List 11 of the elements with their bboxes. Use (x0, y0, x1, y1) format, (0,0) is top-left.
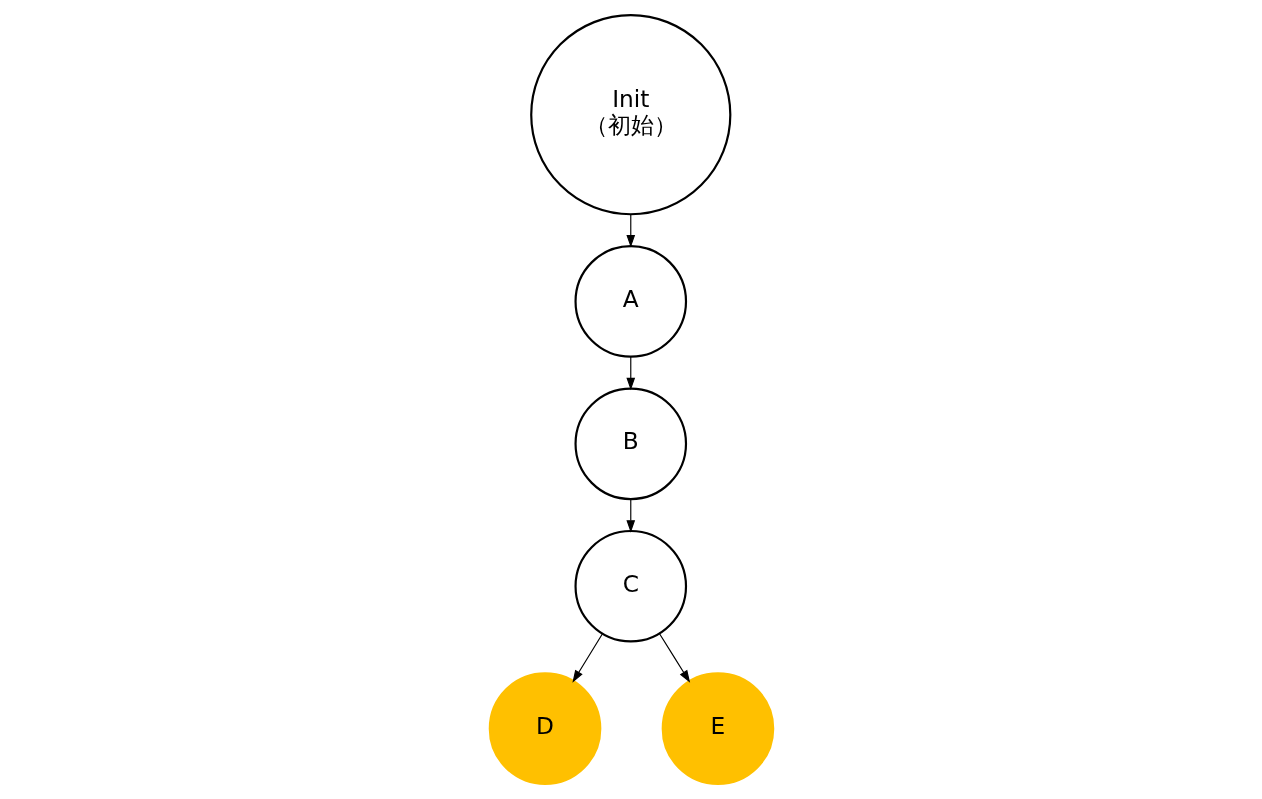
arrow (571, 633, 603, 683)
node-circle: E (661, 672, 774, 785)
arrow (625, 356, 635, 391)
node-circle: D (488, 672, 601, 785)
node-circle: A (573, 245, 687, 358)
arrow (658, 633, 690, 683)
node-circle: C (573, 529, 687, 643)
node-circle: B (573, 387, 687, 501)
node-circle: Init （初始） (529, 14, 731, 216)
arrow (625, 498, 635, 533)
arrow (625, 213, 635, 248)
